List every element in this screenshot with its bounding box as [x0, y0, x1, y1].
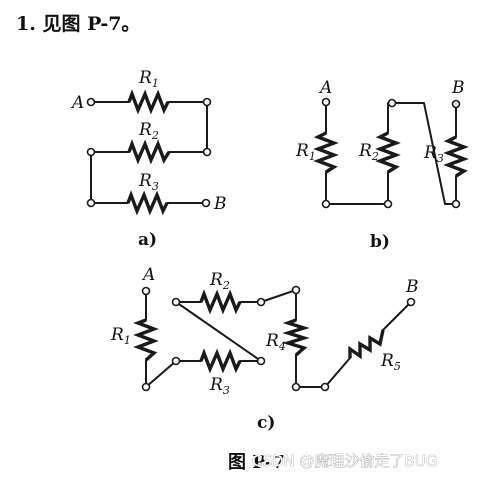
subfigure-c-node: [256, 356, 266, 366]
subfigure-c-r2-resistor: [199, 289, 242, 315]
subfigure-a-r2-resistor: [127, 139, 171, 165]
subfigure-c: A B R1 R2 R3 R4 R5 c): [110, 265, 419, 433]
subfigure-b-r2-label: R2: [358, 141, 379, 163]
subfigure-c-node: [171, 297, 181, 307]
subfigure-c-r5-label: R5: [380, 351, 401, 373]
subfigure-b-terminal-a-node: [321, 97, 331, 107]
subfigure-c-node: [171, 356, 181, 366]
subfigure-a-terminal-b-label: B: [213, 194, 227, 214]
watermark-text: CSDN @魔理沙偷走了BUG: [252, 452, 437, 470]
subfigure-b-r3-label: R3: [423, 143, 444, 165]
subfigure-c-terminal-a-node: [141, 286, 151, 296]
subfigure-b-terminal-a-label: A: [318, 78, 332, 98]
subfigure-c-node: [256, 297, 266, 307]
subfigure-c-node: [291, 285, 301, 295]
subfigure-c-r3-resistor: [199, 348, 242, 374]
subfigure-b-node: [451, 199, 461, 209]
subfigure-b-terminal-b-label: B: [451, 78, 465, 98]
subfigure-a-node: [202, 97, 212, 107]
subfigure-c-caption: c): [257, 413, 275, 433]
subfigure-a-caption: a): [138, 230, 157, 250]
problem-title: 1. 见图 P-7。: [16, 13, 140, 35]
subfigure-a-r1-label: R1: [138, 68, 159, 90]
figure-caption: 图 P-7: [228, 452, 285, 473]
subfigure-c-r1-label: R1: [110, 325, 131, 347]
subfigure-c-terminal-b-node: [406, 297, 416, 307]
subfigure-c-node: [291, 382, 301, 392]
subfigure-a-r3-resistor: [126, 190, 169, 216]
subfigure-a-terminal-b-node: [201, 198, 211, 208]
subfigure-c-r4-label: R4: [265, 331, 286, 353]
subfigure-c-terminal-a-label: A: [141, 265, 155, 285]
subfigure-c-wires: [145, 289, 412, 388]
subfigure-c-node: [320, 382, 330, 392]
subfigure-a-r1-resistor: [127, 89, 170, 115]
subfigure-c-r4-resistor: [282, 318, 310, 357]
subfigure-b-r1-resistor: [313, 131, 339, 174]
subfigure-c-node: [141, 382, 151, 392]
subfigure-b-r3-resistor: [443, 135, 469, 178]
subfigure-b-wires: [325, 101, 457, 205]
subfigure-a-node: [202, 147, 212, 157]
subfigure-a-wires: [90, 101, 208, 204]
subfigure-a-terminal-a-label: A: [70, 93, 84, 113]
subfigure-b-caption: b): [370, 232, 390, 252]
subfigure-a: A B R1 R2 R3 a): [70, 68, 227, 250]
subfigure-b: A B R1 R2 R3 b): [295, 78, 469, 252]
subfigure-b-node: [383, 199, 393, 209]
subfigure-a-node: [86, 147, 96, 157]
subfigure-b-node: [321, 199, 331, 209]
subfigure-c-terminal-b-label: B: [405, 277, 419, 297]
subfigure-b-node: [387, 98, 397, 108]
subfigure-a-r2-label: R2: [138, 120, 159, 142]
subfigure-c-r1-resistor: [133, 318, 159, 362]
subfigure-a-node: [86, 198, 96, 208]
subfigure-a-terminal-a-node: [86, 97, 96, 107]
subfigure-b-r2-resistor: [375, 131, 401, 174]
subfigure-c-r3-label: R3: [209, 375, 230, 397]
subfigure-a-r3-label: R3: [138, 171, 159, 193]
subfigure-b-terminal-b-node: [451, 99, 461, 109]
subfigure-c-r5-resistor: [348, 329, 385, 360]
subfigure-b-r1-label: R1: [295, 141, 316, 163]
subfigure-c-r2-label: R2: [209, 270, 230, 292]
